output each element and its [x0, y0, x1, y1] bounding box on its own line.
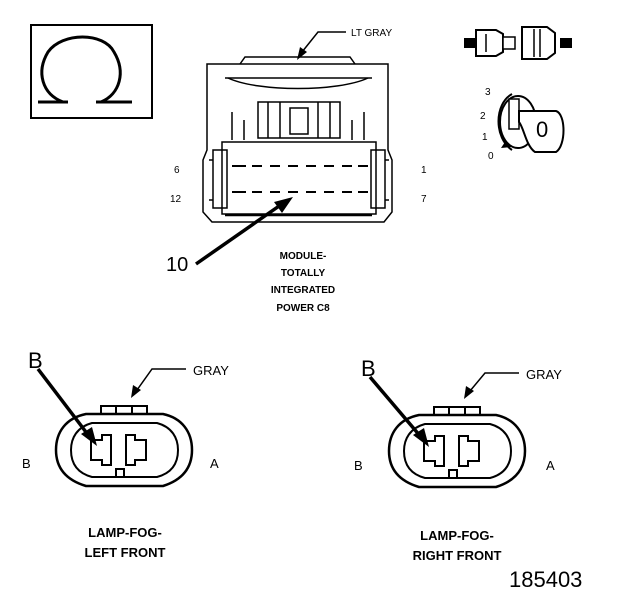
- omega-symbol-box: [30, 24, 153, 119]
- ignition-key-icon: [518, 110, 565, 153]
- left-caption-line: LAMP-FOG-: [88, 525, 162, 540]
- right-caption-line: LAMP-FOG-: [420, 528, 494, 543]
- pin-label-7: 7: [421, 194, 427, 205]
- lock-position-3: 3: [485, 87, 491, 98]
- right-side-b: B: [354, 458, 363, 473]
- lt-gray-leader: [297, 31, 346, 60]
- lock-position-2: 2: [480, 111, 486, 122]
- module-color-label: LT GRAY: [351, 28, 392, 39]
- pin-label-1: 1: [421, 165, 427, 176]
- left-caption-line: LEFT FRONT: [85, 545, 166, 560]
- right-side-a: A: [546, 458, 555, 473]
- lock-position-0: 0: [488, 151, 494, 162]
- module-caption-line: INTEGRATED: [271, 285, 335, 296]
- key-label: 0: [536, 117, 548, 142]
- right-color-label: GRAY: [526, 367, 562, 382]
- connector-mating-icon: [464, 26, 572, 60]
- callout-number: 10: [166, 254, 188, 276]
- module-c8-pin-rows: [232, 165, 368, 193]
- left-callout-b: B: [28, 348, 43, 373]
- module-caption-line: POWER C8: [276, 303, 330, 314]
- module-c8-connector: [202, 56, 393, 223]
- left-gray-leader: [131, 368, 186, 398]
- figure-id: 185403: [509, 567, 582, 592]
- pin-label-6: 6: [174, 165, 180, 176]
- omega-icon: [40, 35, 122, 104]
- ignition-lock-icon: [497, 93, 565, 153]
- left-color-label: GRAY: [193, 363, 229, 378]
- callout-10-arrow: [194, 197, 293, 266]
- module-caption: MODULE- TOTALLY INTEGRATED POWER C8: [271, 251, 335, 314]
- right-caption-line: RIGHT FRONT: [413, 548, 502, 563]
- left-fog-connector: [54, 405, 194, 488]
- module-caption-line: MODULE-: [280, 251, 327, 262]
- left-side-a: A: [210, 456, 219, 471]
- right-gray-leader: [464, 372, 519, 399]
- left-side-b: B: [22, 456, 31, 471]
- pin-label-12: 12: [170, 194, 182, 205]
- left-b-arrow: [36, 367, 97, 446]
- right-b-arrow: [368, 375, 429, 447]
- lock-position-1: 1: [482, 132, 488, 143]
- right-fog-connector: [387, 406, 527, 489]
- module-caption-line: TOTALLY: [281, 268, 326, 279]
- right-callout-b: B: [361, 356, 376, 381]
